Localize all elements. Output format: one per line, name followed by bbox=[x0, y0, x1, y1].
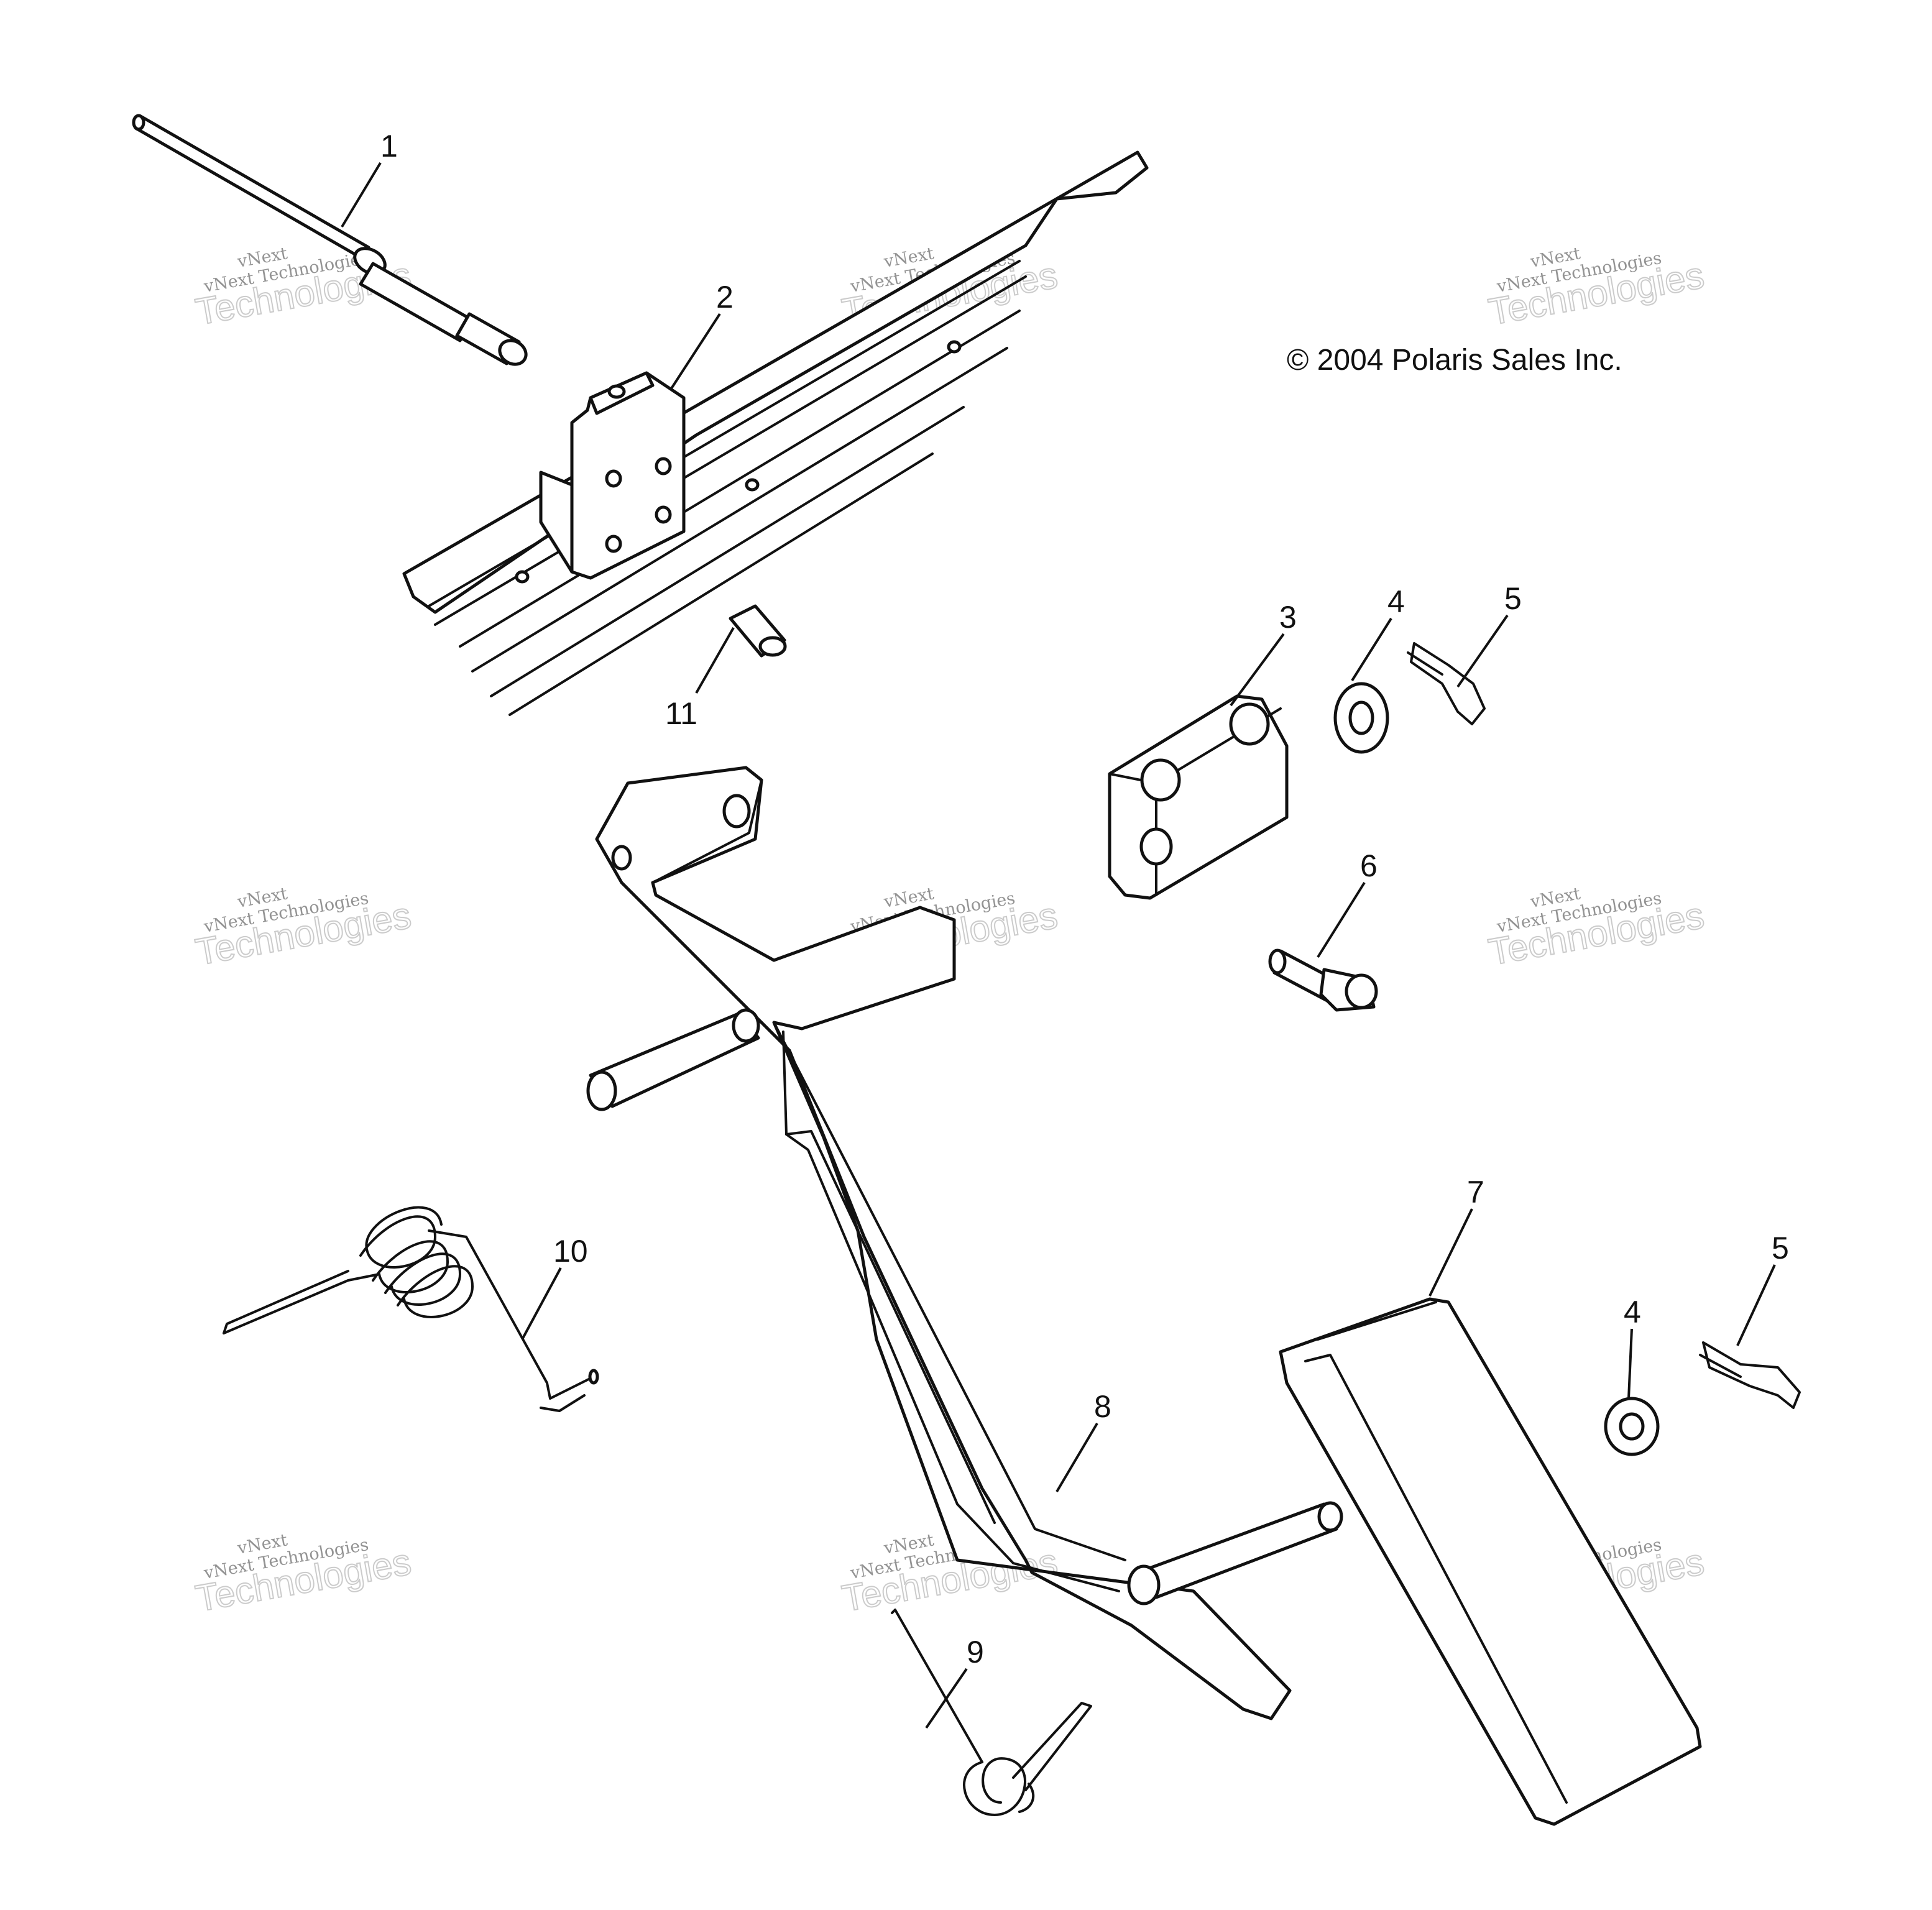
leader-10 bbox=[521, 1267, 562, 1340]
callout-3: 3 bbox=[1279, 600, 1297, 635]
callout-8: 8 bbox=[1094, 1389, 1111, 1424]
part-11-bushing bbox=[729, 604, 787, 658]
leader-9 bbox=[925, 1668, 968, 1729]
callout-6: 6 bbox=[1360, 848, 1378, 883]
callout-9: 9 bbox=[967, 1635, 984, 1669]
part-10-spring bbox=[223, 1206, 599, 1412]
leader-11 bbox=[695, 627, 735, 694]
part-6-cap-screw bbox=[1268, 948, 1378, 1012]
leader-5b bbox=[1736, 1264, 1776, 1346]
leader-6 bbox=[1317, 881, 1366, 958]
part-9-spring bbox=[891, 1609, 1092, 1816]
part-7-pedal-pad bbox=[1279, 1297, 1702, 1826]
callout-10: 10 bbox=[553, 1234, 588, 1269]
part-2-frame-bracket bbox=[402, 150, 1149, 716]
part-1-rod bbox=[132, 114, 528, 366]
leader-4b bbox=[1627, 1328, 1633, 1399]
leader-4a bbox=[1351, 617, 1392, 682]
part-3-pivot-block bbox=[1108, 694, 1289, 900]
watermark-mr: vNext vNext Technologies Technologies bbox=[1485, 884, 1708, 973]
leader-3 bbox=[1230, 633, 1285, 707]
watermark-bl: vNext vNext Technologies Technologies bbox=[192, 1530, 415, 1620]
callout-11: 11 bbox=[665, 696, 697, 731]
leader-8 bbox=[1056, 1422, 1098, 1493]
part-5-clip-upper bbox=[1407, 642, 1486, 725]
callout-4b: 4 bbox=[1624, 1295, 1641, 1329]
copyright-text: © 2004 Polaris Sales Inc. bbox=[1287, 344, 1622, 377]
callout-1: 1 bbox=[380, 129, 398, 163]
watermark-ml: vNext vNext Technologies Technologies bbox=[192, 884, 415, 973]
part-8-pedal-arm bbox=[586, 766, 1343, 1720]
part-4-washer-lower bbox=[1604, 1397, 1660, 1456]
callout-2: 2 bbox=[716, 280, 734, 315]
watermark-tr: vNext vNext Technologies Technologies bbox=[1485, 244, 1708, 333]
callout-5b: 5 bbox=[1772, 1231, 1789, 1265]
leader-2 bbox=[670, 313, 721, 390]
leader-1 bbox=[341, 162, 382, 228]
leader-5a bbox=[1456, 614, 1509, 688]
part-4-washer-upper bbox=[1333, 682, 1389, 754]
part-5-clip-lower bbox=[1699, 1341, 1801, 1409]
leader-7 bbox=[1428, 1208, 1473, 1297]
callout-4a: 4 bbox=[1387, 584, 1405, 619]
callout-7: 7 bbox=[1467, 1175, 1484, 1210]
callout-5a: 5 bbox=[1504, 581, 1522, 616]
